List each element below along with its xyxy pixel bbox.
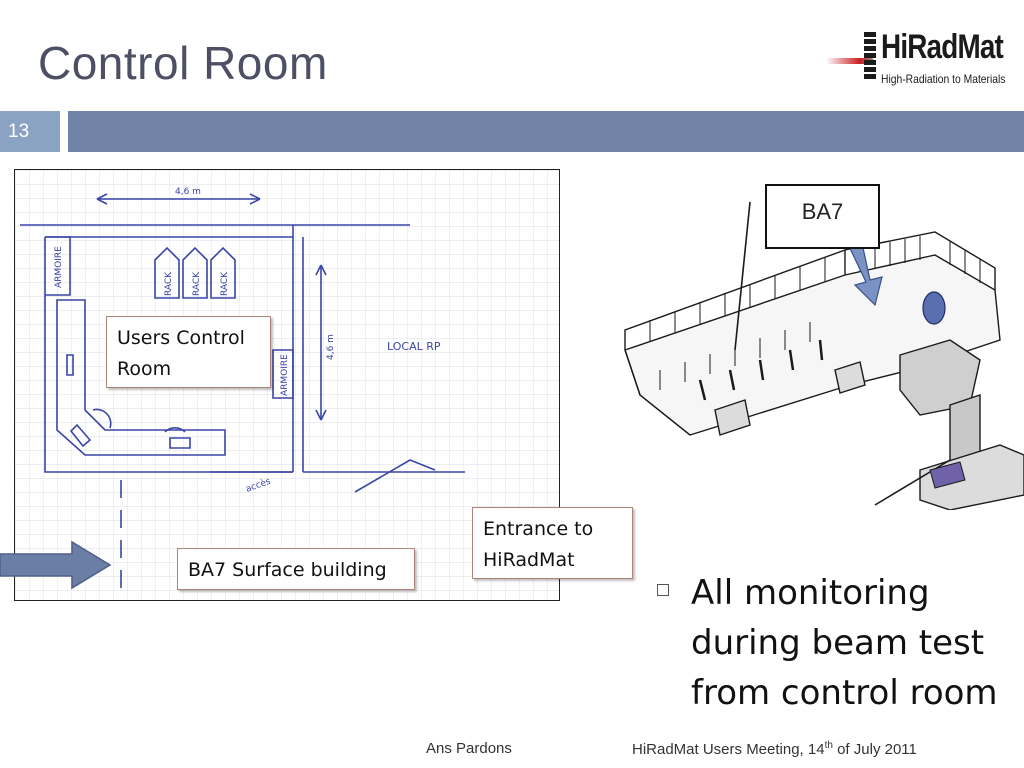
grid-paper: [15, 170, 559, 600]
footer-author: Ans Pardons: [426, 740, 512, 757]
footer-event: HiRadMat Users Meeting, 14th of July 201…: [632, 740, 917, 758]
slide-number: 13: [0, 111, 60, 152]
ba7-surface-building-label: BA7 Surface building: [177, 548, 415, 590]
floor-plan-sketch: 4,6 m ARMOIRE RACK RACK RACK ARMOIRE 4,6…: [14, 169, 560, 601]
logo-swoosh-icon: [826, 58, 874, 64]
logo-tagline: High-Radiation to Materials: [881, 72, 1006, 86]
footer-event-sup: th: [824, 740, 833, 751]
armoire-label-right: ARMOIRE: [280, 354, 290, 396]
entrance-label: Entrance to HiRadMat: [472, 507, 633, 579]
rack-label-1: RACK: [164, 271, 174, 296]
square-bullet-icon: [657, 584, 669, 596]
floor-plan-drawing: 4,6 m ARMOIRE RACK RACK RACK ARMOIRE 4,6…: [15, 170, 559, 600]
logo-name: HiRadMat: [881, 28, 1004, 66]
rack-label-2: RACK: [192, 271, 202, 296]
footer-event-suffix: of July 2011: [832, 741, 917, 758]
footer-event-prefix: HiRadMat Users Meeting, 14: [632, 741, 825, 758]
hiradmat-logo: HiRadMat High-Radiation to Materials: [826, 28, 1006, 92]
entry-arrow-icon: [0, 540, 112, 590]
users-control-room-label: Users Control Room: [106, 316, 271, 388]
slide-title: Control Room: [38, 37, 328, 89]
dimension-label-side: 4,6 m: [326, 334, 336, 360]
local-rp-label: LOCAL RP: [387, 340, 441, 353]
bullet-text: All monitoring during beam test from con…: [691, 573, 998, 713]
rack-label-3: RACK: [220, 271, 230, 296]
building-isometric-view: [624, 201, 1024, 510]
ba7-callout-box: BA7: [765, 184, 880, 249]
armoire-label-left: ARMOIRE: [54, 246, 64, 288]
header-band: [68, 111, 1024, 152]
dimension-label-top: 4,6 m: [175, 187, 201, 197]
logo-bars-icon: [864, 32, 876, 84]
